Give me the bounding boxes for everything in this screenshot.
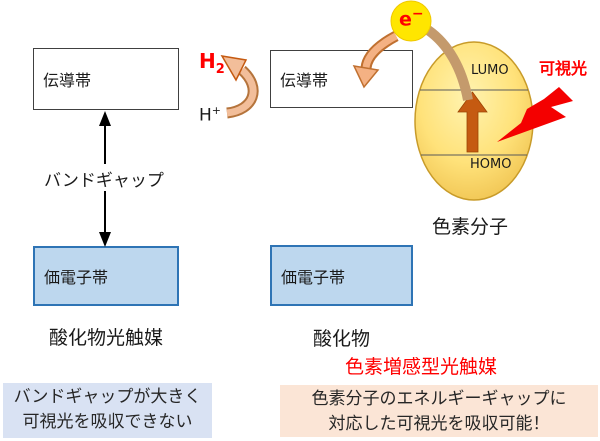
lumo-label: LUMO: [471, 63, 509, 78]
h-plus-superscript: +: [211, 104, 222, 117]
band-gap-label: バンドギャップ: [42, 166, 166, 191]
right-valence-band-box: 価電子帯: [270, 245, 413, 306]
electron-superscript: −: [411, 6, 424, 22]
homo-to-lumo-excitation-arrow: [457, 91, 488, 153]
proton-reduction-arrow: [220, 54, 259, 119]
dye-molecule-label: 色素分子: [432, 216, 509, 238]
right-note-line1: 色素分子のエネルギーギャップに: [311, 389, 567, 409]
h-plus-base: H: [199, 105, 212, 126]
left-valence-band-box: 価電子帯: [33, 246, 179, 306]
left-conduction-band-label: 伝導帯: [43, 71, 92, 90]
visible-light-label: 可視光: [539, 59, 588, 78]
left-valence-band-label: 価電子帯: [44, 268, 109, 287]
right-conduction-band-box: 伝導帯: [270, 50, 413, 108]
right-note-box: 色素分子のエネルギーギャップに 対応した可視光を吸収可能！: [280, 385, 598, 437]
right-valence-band-label: 価電子帯: [281, 267, 346, 287]
left-note-line2: 可視光を吸収できない: [22, 412, 193, 432]
oxide-photocatalyst-title: 酸化物光触媒: [48, 327, 163, 349]
right-conduction-band-label: 伝導帯: [280, 71, 329, 90]
left-note-box: バンドギャップが大きく 可視光を吸収できない: [3, 383, 212, 438]
homo-label: HOMO: [470, 157, 512, 172]
h2-label: H2: [199, 49, 225, 77]
dye-sensitized-photocatalyst-title: 色素増感型光触媒: [345, 356, 498, 378]
electron-label: e−: [399, 6, 424, 30]
lightning-bolt-icon: [497, 87, 573, 142]
h2-subscript: 2: [215, 62, 225, 77]
electron-base: e: [399, 8, 412, 31]
h-plus-label: H+: [199, 104, 221, 126]
right-note-line2: 対応した可視光を吸収可能！: [328, 414, 550, 434]
left-conduction-band-box: 伝導帯: [33, 48, 179, 110]
left-note-line1: バンドギャップが大きく: [13, 387, 202, 407]
h2-base: H: [199, 49, 216, 73]
oxide-label: 酸化物: [313, 328, 371, 350]
electron-transfer-arc-from-lumo: [424, 25, 473, 101]
